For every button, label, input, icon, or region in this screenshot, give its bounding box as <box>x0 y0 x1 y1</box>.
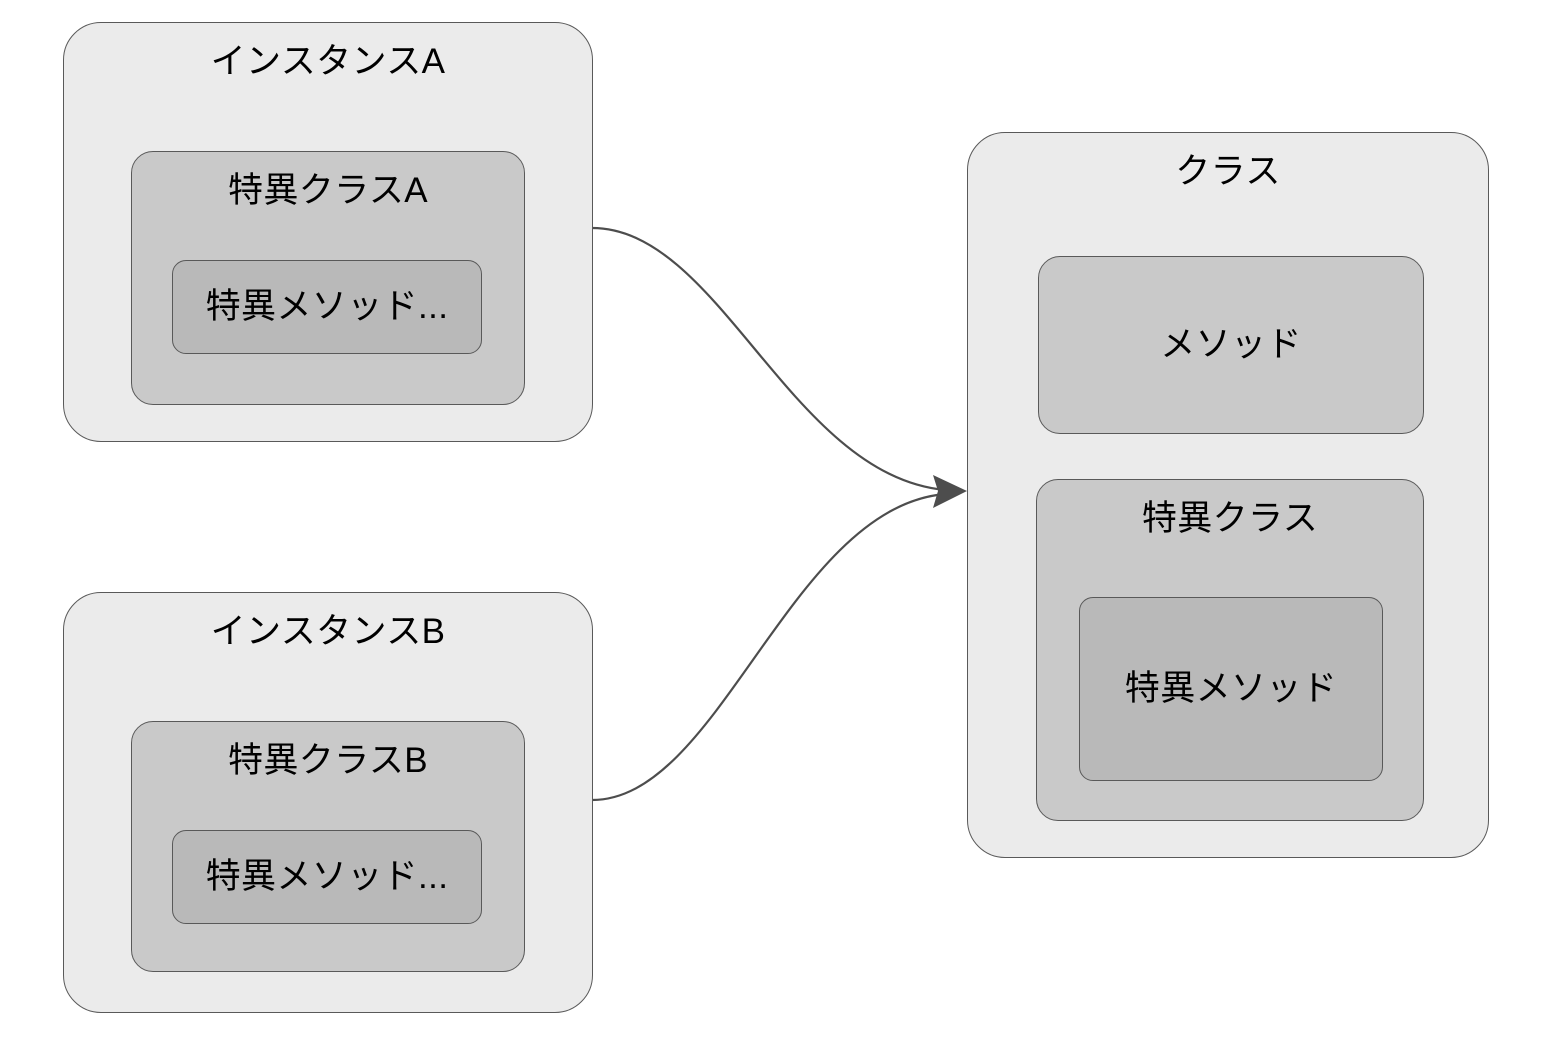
arrowhead-icon <box>933 475 967 508</box>
class-singleton-method-box[interactable]: 特異メソッド <box>1079 597 1383 781</box>
instance-a-singleton-class-label: 特異クラスA <box>227 171 429 210</box>
instance-a-singleton-method-label: 特異メソッド... <box>205 287 449 327</box>
instance-b-singleton-class-label: 特異クラスB <box>227 741 429 780</box>
instance-b-singleton-class-box[interactable]: 特異クラスB 特異メソッド... <box>131 721 525 972</box>
instance-b-singleton-method-label: 特異メソッド... <box>205 857 449 897</box>
instance-a-box[interactable]: インスタンスA 特異クラスA 特異メソッド... <box>63 22 593 442</box>
class-singleton-class-label: 特異クラス <box>1141 499 1319 538</box>
instance-b-label: インスタンスB <box>210 612 446 651</box>
class-singleton-method-label: 特異メソッド <box>1124 669 1338 709</box>
class-method-label: メソッド <box>1160 325 1302 365</box>
instance-b-box[interactable]: インスタンスB 特異クラスB 特異メソッド... <box>63 592 593 1013</box>
class-label: クラス <box>1175 152 1281 191</box>
edge-instance-b-to-class <box>590 492 947 802</box>
class-box[interactable]: クラス メソッド 特異クラス 特異メソッド <box>967 132 1489 858</box>
instance-b-singleton-method-box[interactable]: 特異メソッド... <box>172 830 482 924</box>
instance-a-label: インスタンスA <box>210 42 446 81</box>
class-method-box[interactable]: メソッド <box>1038 256 1424 434</box>
class-singleton-class-box[interactable]: 特異クラス 特異メソッド <box>1036 479 1424 821</box>
instance-a-singleton-class-box[interactable]: 特異クラスA 特異メソッド... <box>131 151 525 405</box>
edge-instance-a-to-class <box>590 226 947 492</box>
instance-a-singleton-method-box[interactable]: 特異メソッド... <box>172 260 482 354</box>
